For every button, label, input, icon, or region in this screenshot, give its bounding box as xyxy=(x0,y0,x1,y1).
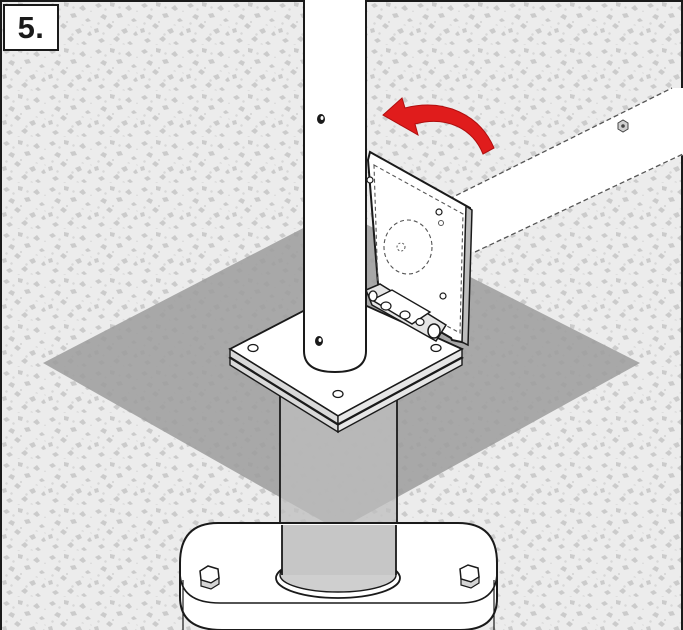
curved-arrow-icon xyxy=(382,97,495,155)
hex-bolt-icon xyxy=(459,564,480,589)
hex-bolt-icon xyxy=(199,565,220,590)
boom-arm xyxy=(448,87,683,253)
upright-post xyxy=(303,0,367,374)
step-number-label: 5. xyxy=(3,4,59,51)
hex-bolt-icon xyxy=(617,119,629,133)
base-plate xyxy=(179,522,498,630)
hinge-icon xyxy=(365,283,448,343)
